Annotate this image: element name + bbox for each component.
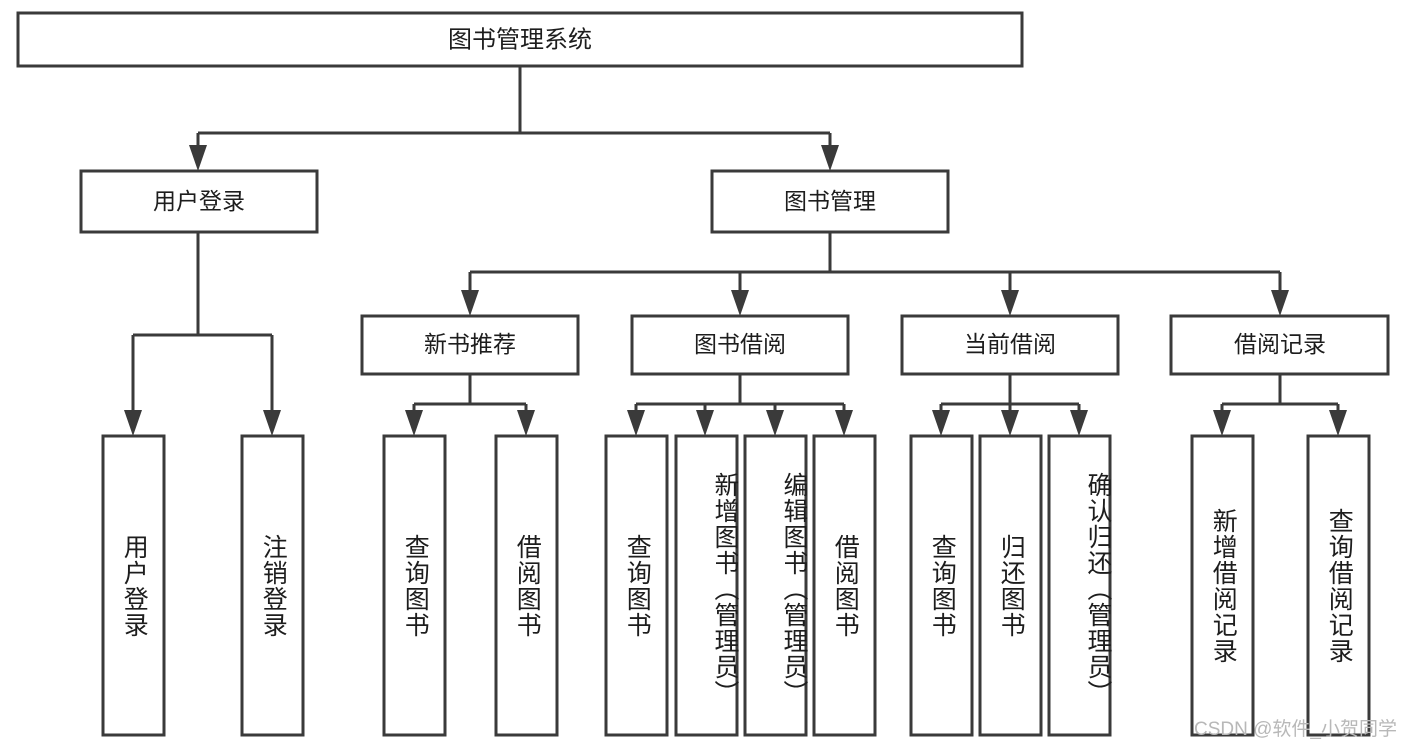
connector-group-user-login [124, 232, 281, 436]
connector-group-root [189, 66, 839, 171]
node-borrow-record-box[interactable] [1169, 314, 1390, 376]
leaf-box-bb-2[interactable] [674, 434, 739, 737]
arrow-head-book-manage [821, 145, 839, 171]
leaf-box-br-2[interactable] [1306, 434, 1371, 737]
connector-group-current-borrow [932, 374, 1088, 436]
leaf-box-cb-3[interactable] [1047, 434, 1112, 737]
leaf-box-user-login-1[interactable] [101, 434, 166, 737]
node-book-borrow-box[interactable] [630, 314, 850, 376]
arrow-head-leaf-bb-2 [696, 410, 714, 436]
arrow-head-leaf-cb-2 [1001, 410, 1019, 436]
node-book-manage-box[interactable] [710, 169, 950, 234]
csdn-watermark: CSDN @软件_小贺同学 [1194, 719, 1397, 740]
node-book-manage[interactable]: 图书管理 [710, 169, 950, 234]
arrow-head-new-book-recommend [461, 290, 479, 316]
node-book-borrow-label: 图书借阅 [694, 331, 786, 357]
leaf-boxes [101, 434, 1371, 737]
node-current-borrow[interactable]: 当前借阅 [900, 314, 1120, 376]
arrow-head-borrow-record [1271, 290, 1289, 316]
node-book-borrow[interactable]: 图书借阅 [630, 314, 850, 376]
leaf-box-user-login-2[interactable] [240, 434, 305, 737]
node-new-book-recommend-label: 新书推荐 [424, 331, 516, 357]
leaf-box-bb-4[interactable] [812, 434, 877, 737]
arrow-head-user-login [189, 145, 207, 171]
node-current-borrow-box[interactable] [900, 314, 1120, 376]
arrow-head-leaf-cb-3 [1070, 410, 1088, 436]
arrow-head-book-borrow [731, 290, 749, 316]
connector-group-new-book-recommend [405, 374, 535, 436]
arrow-head-leaf-user-login-2 [263, 410, 281, 436]
arrow-head-leaf-cb-1 [932, 410, 950, 436]
arrow-head-leaf-user-login-1 [124, 410, 142, 436]
node-user-login[interactable]: 用户登录 [79, 169, 319, 234]
connector-group-book-manage [461, 232, 1289, 316]
leaf-box-bb-1[interactable] [604, 434, 669, 737]
node-new-book-recommend-box[interactable] [360, 314, 580, 376]
arrow-head-leaf-bb-4 [835, 410, 853, 436]
arrow-head-leaf-br-1 [1213, 410, 1231, 436]
node-current-borrow-label: 当前借阅 [964, 331, 1056, 357]
node-root-label: 图书管理系统 [448, 26, 592, 53]
arrow-head-leaf-bb-3 [766, 410, 784, 436]
leaf-box-br-1[interactable] [1190, 434, 1255, 737]
arrow-head-leaf-bb-1 [627, 410, 645, 436]
arrow-head-leaf-nbr-1 [405, 410, 423, 436]
connector-group-borrow-record [1213, 374, 1347, 436]
arrow-head-current-borrow [1001, 290, 1019, 316]
node-borrow-record[interactable]: 借阅记录 [1169, 314, 1390, 376]
node-root-box[interactable] [16, 11, 1024, 68]
node-root[interactable]: 图书管理系统 [16, 11, 1024, 68]
leaf-box-cb-1[interactable] [909, 434, 974, 737]
leaf-box-cb-2[interactable] [978, 434, 1043, 737]
node-user-login-box[interactable] [79, 169, 319, 234]
node-borrow-record-label: 借阅记录 [1234, 331, 1326, 357]
node-book-manage-label: 图书管理 [784, 188, 876, 214]
arrow-head-leaf-nbr-2 [517, 410, 535, 436]
leaf-box-nbr-2[interactable] [494, 434, 559, 737]
node-new-book-recommend[interactable]: 新书推荐 [360, 314, 580, 376]
connector-group-book-borrow [627, 374, 853, 436]
node-user-login-label: 用户登录 [153, 188, 245, 214]
leaf-box-nbr-1[interactable] [382, 434, 447, 737]
leaf-box-bb-3[interactable] [743, 434, 808, 737]
arrow-head-leaf-br-2 [1329, 410, 1347, 436]
